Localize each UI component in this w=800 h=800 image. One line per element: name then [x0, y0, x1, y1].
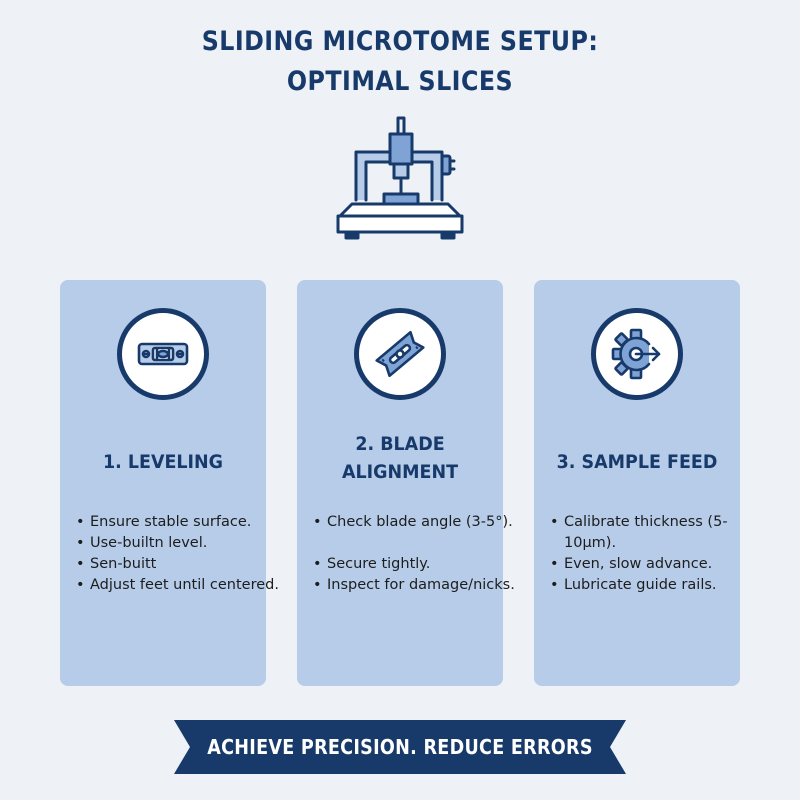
- step-bullets: Check blade angle (3-5°). Secure tightly…: [311, 512, 515, 596]
- step-title: 2. BLADE ALIGNMENT: [314, 430, 485, 486]
- microtome-icon: [336, 116, 464, 240]
- step-badge: [354, 308, 446, 400]
- step-bullets: Calibrate thickness (5-10μm). Even, slow…: [548, 512, 736, 596]
- page-title: SLIDING MICROTOME SETUP: OPTIMAL SLICES: [48, 22, 752, 102]
- page-title-line-1: SLIDING MICROTOME SETUP:: [201, 26, 599, 57]
- step-title: 1. LEVELING: [102, 451, 224, 473]
- step-title-line-2: ALIGNMENT: [341, 461, 459, 483]
- step-title-line-1: 2. BLADE: [355, 433, 445, 455]
- step-bullet: Inspect for damage/nicks.: [311, 575, 515, 596]
- step-bullet: Adjust feet until centered.: [74, 575, 279, 596]
- ribbon-shape: [174, 720, 626, 774]
- step-badge: [591, 308, 683, 400]
- step-bullet: Ensure stable surface.: [74, 512, 262, 533]
- step-bullet: Lubricate guide rails.: [548, 575, 736, 596]
- spirit-level-icon: [137, 342, 189, 366]
- bottom-banner: ACHIEVE PRECISION. REDUCE ERRORS: [174, 720, 626, 774]
- step-bullet: Check blade angle (3-5°).: [311, 512, 513, 533]
- step-bullet: Even, slow advance.: [548, 554, 736, 575]
- gear-arrow-icon: [611, 328, 661, 380]
- step-bullet: Secure tightly.: [311, 554, 499, 575]
- step-card-blade-alignment: 2. BLADE ALIGNMENT Check blade angle (3-…: [297, 280, 515, 686]
- step-bullet: Use-builtn level.: [74, 533, 262, 554]
- step-bullets: Ensure stable surface. Use-builtn level.…: [74, 512, 279, 596]
- page-title-line-2: OPTIMAL SLICES: [286, 66, 514, 97]
- razor-blade-icon: [375, 330, 425, 378]
- step-card-leveling: 1. LEVELING Ensure stable surface. Use-b…: [60, 280, 279, 686]
- step-bullet: Sen-buitt: [74, 554, 262, 575]
- step-bullet: Calibrate thickness (5-10μm).: [548, 512, 734, 554]
- step-badge: [117, 308, 209, 400]
- step-card-sample-feed: 3. SAMPLE FEED Calibrate thickness (5-10…: [534, 280, 740, 686]
- banner-text: ACHIEVE PRECISION. REDUCE ERRORS: [207, 735, 593, 759]
- step-title: 3. SAMPLE FEED: [556, 451, 718, 473]
